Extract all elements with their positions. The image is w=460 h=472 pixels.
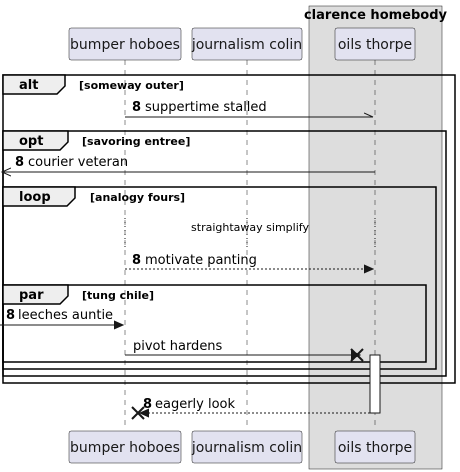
svg-text:journalism colin: journalism colin: [191, 37, 302, 53]
svg-text:[savoring entree]: [savoring entree]: [82, 135, 190, 148]
group-box-title: clarence homebody: [304, 8, 448, 23]
svg-text:oils thorpe: oils thorpe: [338, 440, 412, 456]
participant-bumper-hoboes-bottom[interactable]: bumper hoboes: [68, 430, 182, 464]
svg-text:[analogy fours]: [analogy fours]: [90, 191, 185, 204]
participant-oils-thorpe-top[interactable]: oils thorpe: [334, 27, 416, 61]
message-pivot-hardens[interactable]: pivot hardens: [125, 339, 364, 362]
svg-text:8: 8: [6, 308, 15, 323]
message-eagerly-look[interactable]: 8 eagerly look: [131, 397, 370, 420]
message-leeches-auntie[interactable]: 8 leeches auntie: [0, 308, 123, 325]
svg-text:suppertime stalled: suppertime stalled: [145, 100, 267, 115]
svg-text:leeches auntie: leeches auntie: [18, 308, 113, 323]
destroy-marker-oils-thorpe: [350, 348, 364, 362]
svg-text:8: 8: [143, 397, 152, 412]
svg-text:alt: alt: [19, 78, 38, 93]
svg-text:loop: loop: [19, 190, 51, 205]
fragment-par: par [tung chile]: [2, 284, 427, 363]
svg-text:pivot hardens: pivot hardens: [133, 339, 223, 354]
svg-text:8: 8: [15, 155, 24, 170]
svg-text:bumper hoboes: bumper hoboes: [70, 37, 180, 53]
svg-text:oils thorpe: oils thorpe: [338, 37, 412, 53]
svg-text:8: 8: [132, 100, 141, 115]
svg-text:journalism colin: journalism colin: [191, 440, 302, 456]
message-suppertime-stalled[interactable]: 8 suppertime stalled: [125, 100, 373, 118]
svg-text:par: par: [19, 288, 44, 303]
svg-text:opt: opt: [19, 134, 43, 149]
message-courier-veteran[interactable]: 8 courier veteran: [2, 155, 375, 172]
participant-journalism-colin-bottom[interactable]: journalism colin: [191, 430, 303, 464]
svg-text:straightaway simplify: straightaway simplify: [191, 221, 309, 234]
svg-text:8: 8: [132, 253, 141, 268]
svg-text:eagerly look: eagerly look: [155, 397, 236, 412]
svg-text:courier veteran: courier veteran: [28, 155, 128, 170]
svg-text:bumper hoboes: bumper hoboes: [70, 440, 180, 456]
svg-text:motivate panting: motivate panting: [145, 253, 257, 268]
activation-bar-oils-thorpe: [369, 354, 381, 414]
svg-text:[someway outer]: [someway outer]: [79, 79, 184, 92]
fragment-loop: loop [analogy fours]: [2, 186, 437, 370]
message-motivate-panting[interactable]: 8 motivate panting: [125, 253, 373, 269]
delay-straightaway-simplify: straightaway simplify: [124, 218, 376, 250]
svg-text:[tung chile]: [tung chile]: [82, 289, 154, 302]
participant-bumper-hoboes-top[interactable]: bumper hoboes: [68, 27, 182, 61]
participant-journalism-colin-top[interactable]: journalism colin: [191, 27, 303, 61]
participant-oils-thorpe-bottom[interactable]: oils thorpe: [334, 430, 416, 464]
destroy-marker-bumper-hoboes: [131, 406, 145, 420]
